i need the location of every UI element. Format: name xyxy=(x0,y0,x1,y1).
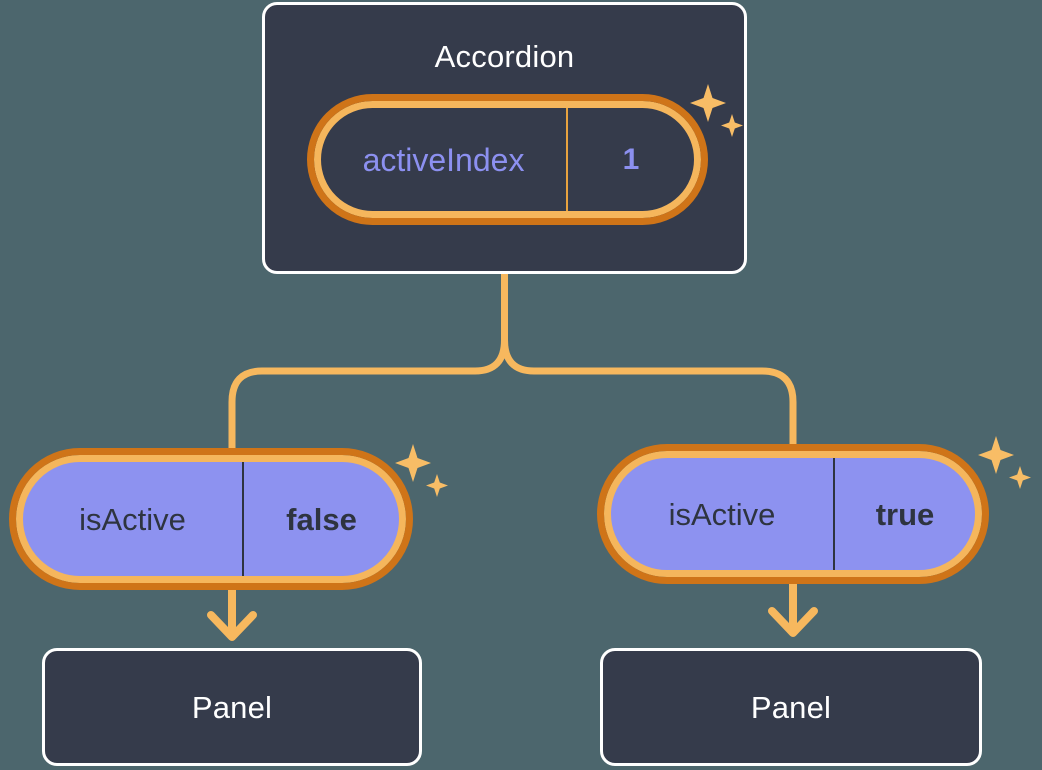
prop-badge-key: isActive xyxy=(668,496,776,532)
state-badge-active-index[interactable]: activeIndex 1 xyxy=(307,94,708,225)
accordion-component[interactable]: Accordion activeIndex 1 xyxy=(262,2,747,274)
arrow-head-right-icon xyxy=(768,607,818,637)
accordion-title: Accordion xyxy=(434,39,575,74)
state-badge-value: 1 xyxy=(622,142,640,176)
prop-badge-is-active-right[interactable]: isActive true xyxy=(597,444,989,584)
prop-badge-is-active-left[interactable]: isActive false xyxy=(9,448,413,590)
connector-trunk-split xyxy=(501,268,797,456)
panel-component-right[interactable]: Panel xyxy=(600,648,982,766)
panel-component-left[interactable]: Panel xyxy=(42,648,422,766)
arrow-head-left-icon xyxy=(207,611,257,641)
prop-badge-key: isActive xyxy=(79,501,186,537)
prop-badge-value: true xyxy=(833,458,975,570)
sparkles-icon xyxy=(978,436,1031,489)
prop-badge-value: false xyxy=(242,462,399,576)
connector-trunk-split-left xyxy=(228,336,508,460)
panel-title: Panel xyxy=(191,689,273,725)
panel-title: Panel xyxy=(750,689,832,725)
state-badge-key: activeIndex xyxy=(321,108,568,211)
